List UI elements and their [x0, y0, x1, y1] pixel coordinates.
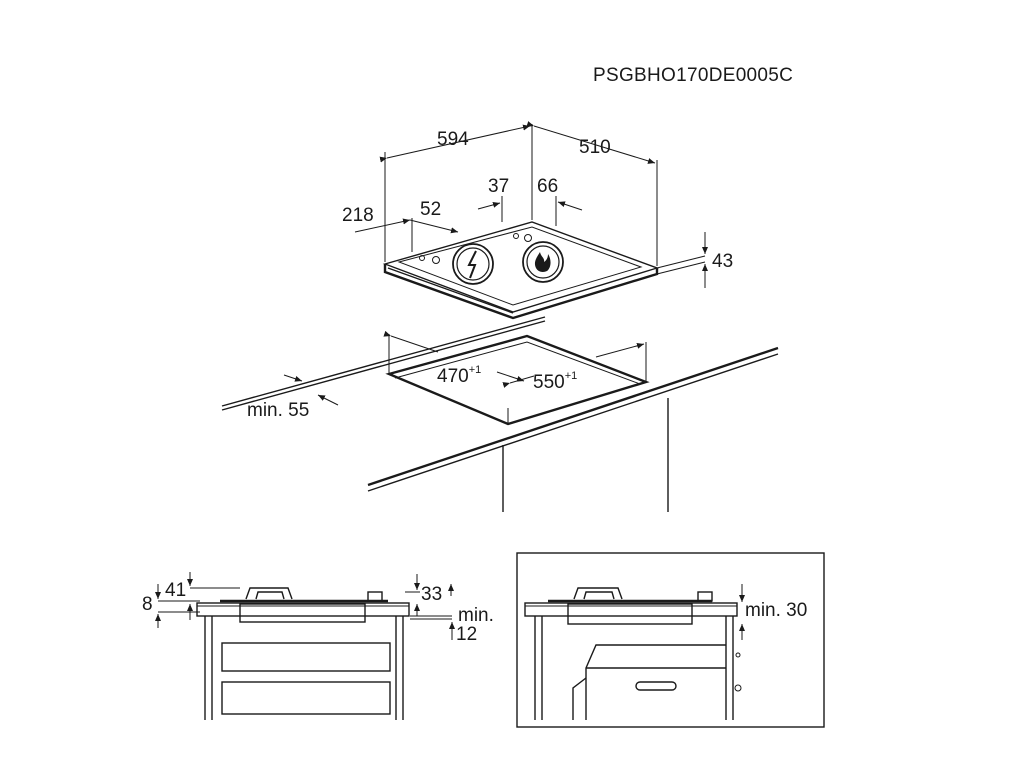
- detail-frame: [516, 552, 825, 728]
- gas-burner-icon: [522, 241, 564, 283]
- dim-hob-width: 594: [437, 129, 469, 150]
- dim-218: 218: [342, 205, 374, 226]
- dim-min-55: min. 55: [247, 400, 309, 421]
- dim-33: 33: [421, 584, 442, 605]
- worktop-cutout-drawing: [221, 316, 779, 512]
- dim-52: 52: [420, 199, 441, 220]
- dim-12: 12: [456, 624, 477, 645]
- section-view-right: [516, 552, 825, 728]
- dim-hob-height: 43: [712, 251, 733, 272]
- section-view-left: [155, 572, 455, 720]
- dim-8: 8: [142, 594, 153, 615]
- dim-hob-depth: 510: [579, 137, 611, 158]
- electric-hotplate-icon: [452, 243, 494, 285]
- hob-drawing: [354, 121, 708, 320]
- drawing-code: PSGBHO170DE0005C: [593, 65, 793, 86]
- dim-66: 66: [537, 176, 558, 197]
- dim-37: 37: [488, 176, 509, 197]
- dim-cutout-depth: 470+1: [437, 364, 481, 387]
- dim-cutout-width: 550+1: [533, 370, 577, 393]
- dim-min-label: min.: [458, 605, 494, 626]
- dim-41: 41: [165, 580, 186, 601]
- dim-min-30: min. 30: [745, 600, 807, 621]
- hob-top-surface: [382, 221, 660, 313]
